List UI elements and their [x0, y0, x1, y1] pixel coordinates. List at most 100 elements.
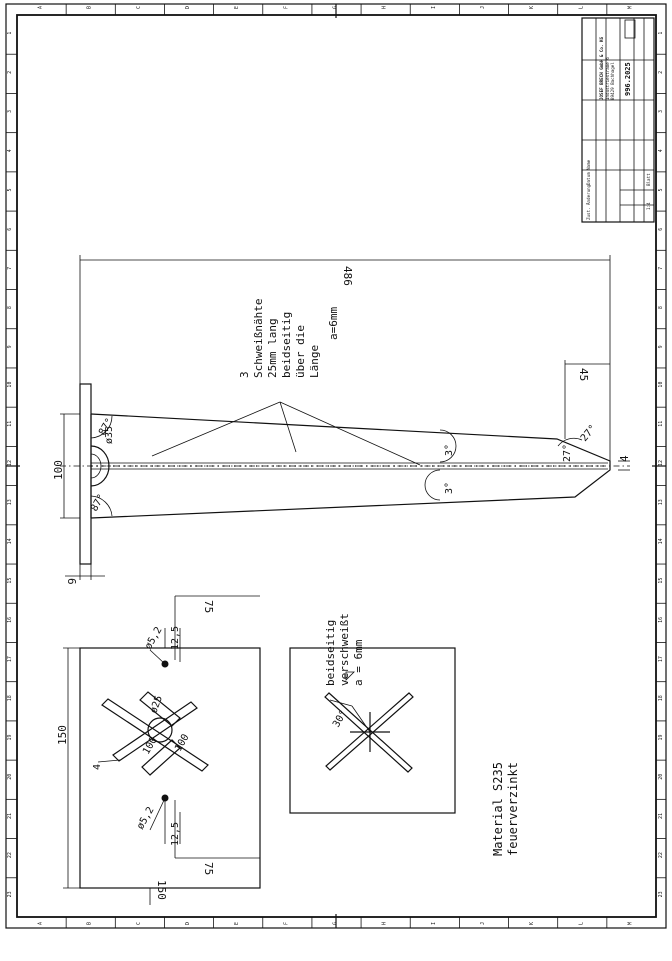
zone-number-left: 21	[7, 813, 13, 819]
weld-angle: 30°	[331, 708, 350, 729]
zone-number-left: 17	[7, 656, 13, 662]
zone-number-left: 13	[7, 499, 13, 505]
material-note: Material S235 feuerverzinkt	[491, 762, 520, 856]
svg-text:verschweißt: verschweißt	[338, 613, 351, 686]
svg-text:3: 3	[238, 371, 251, 378]
zone-letter-top: J	[480, 6, 486, 9]
zone-letter-top: C	[136, 6, 142, 9]
weld-cross	[324, 692, 414, 773]
zone-letter-bottom: F	[283, 922, 289, 925]
change-column-labels: Zust. Änderung Datum Name	[586, 159, 591, 220]
angle-tip-right: 27°	[579, 423, 599, 444]
zone-number-right: 3	[658, 110, 664, 113]
zone-number-right: 8	[658, 306, 664, 309]
zone-number-right: 1	[658, 32, 664, 35]
zone-number-left: 7	[7, 267, 13, 270]
zone-number-left: 16	[7, 617, 13, 623]
zone-number-right: 19	[658, 734, 664, 740]
dim-edge-top: 12,5	[170, 626, 181, 650]
zone-number-left: 1	[7, 32, 13, 35]
weld-detail-view: beidseitig verschweißt a = 6mm 30°	[289, 613, 456, 814]
weld-plate	[289, 647, 456, 814]
zone-number-left: 22	[7, 852, 13, 858]
zone-letter-top: D	[185, 6, 191, 9]
post-side-view: 486 100 6 45 4 ø35 87° 87° 3° 3° 27° 27°	[52, 255, 631, 585]
zone-letter-top: B	[87, 6, 93, 9]
tube-outline	[90, 445, 110, 487]
zone-letter-bottom: E	[234, 922, 240, 925]
dim-tip: 45	[577, 368, 590, 381]
sheet-label: Blatt	[646, 173, 651, 186]
svg-text:Änderung: Änderung	[586, 184, 591, 205]
zone-number-right: 17	[658, 656, 664, 662]
dim-hole-bottom: ø5,2	[135, 805, 157, 831]
zone-number-left: 15	[7, 578, 13, 584]
svg-text:Name: Name	[586, 159, 591, 170]
zone-number-right: 2	[658, 71, 664, 74]
dim-center-hole: ø25	[148, 694, 165, 715]
zone-number-right: 9	[658, 345, 664, 348]
zone-letter-top: H	[382, 6, 388, 9]
svg-text:a=6mm: a=6mm	[327, 307, 340, 340]
zone-letter-bottom: J	[480, 922, 486, 925]
zone-number-right: 22	[658, 852, 664, 858]
svg-text:Länge: Länge	[308, 345, 321, 378]
zone-number-right: 13	[658, 499, 664, 505]
dim-tube: ø35	[104, 426, 115, 444]
zone-letter-top: L	[578, 6, 584, 9]
svg-text:über die: über die	[294, 325, 307, 378]
zone-number-right: 5	[658, 188, 664, 191]
weld-detail-note: beidseitig verschweißt a = 6mm	[324, 613, 365, 686]
zone-number-left: 8	[7, 306, 13, 309]
zone-number-left: 14	[7, 538, 13, 544]
dim-blade-thickness: 4	[92, 764, 103, 770]
svg-text:beidseitig: beidseitig	[324, 620, 337, 686]
zone-number-right: 21	[658, 813, 664, 819]
zone-number-right: 20	[658, 774, 664, 780]
zone-letter-bottom: C	[136, 922, 142, 925]
zone-number-right: 15	[658, 578, 664, 584]
zone-number-left: 2	[7, 71, 13, 74]
zone-letter-top: A	[38, 6, 44, 9]
plate-top-view: 150 150 75 75 12,5 12,5 ø5,2 ø5,2 ø25 10…	[56, 595, 261, 905]
company-line-2: Industriestraße 6	[605, 57, 610, 100]
zone-number-left: 9	[7, 345, 13, 348]
angle-taper-right: 3°	[444, 444, 455, 456]
zone-number-left: 3	[7, 110, 13, 113]
zone-number-left: 19	[7, 734, 13, 740]
zone-number-left: 5	[7, 188, 13, 191]
dim-top-width: 100	[52, 460, 65, 480]
dim-plate-width: 150	[56, 725, 69, 745]
zone-number-right: 10	[658, 382, 664, 388]
zone-letter-top: K	[529, 6, 535, 9]
dim-plate-height: 150	[155, 880, 168, 900]
svg-text:beidseitig: beidseitig	[280, 312, 293, 378]
zone-letter-bottom: D	[185, 922, 191, 925]
zone-letter-top: I	[431, 6, 437, 9]
zone-number-left: 20	[7, 774, 13, 780]
drawing-number: 996.2025	[624, 62, 632, 96]
zone-letter-bottom: A	[38, 922, 44, 925]
angle-tip-left: 27°	[562, 444, 573, 462]
dim-edge-bottom: 12,5	[170, 822, 181, 846]
zone-number-left: 10	[7, 382, 13, 388]
dim-plate: 6	[65, 578, 78, 585]
zone-letter-bottom: L	[578, 922, 584, 925]
dim-length: 486	[341, 266, 354, 286]
svg-text:Schweißnähte: Schweißnähte	[252, 299, 265, 378]
zone-number-right: 16	[658, 617, 664, 623]
zone-letter-bottom: H	[382, 922, 388, 925]
company-line-3: 89429 Bachhagel	[610, 62, 615, 100]
company-line-1: JOSEF BRECH GmbH & Co. KG	[599, 36, 604, 100]
angle-taper-left: 3°	[444, 482, 455, 494]
angle-top-left: 87°	[89, 492, 108, 513]
svg-text:a = 6mm: a = 6mm	[352, 639, 365, 686]
dim-tip-width: 4	[618, 455, 631, 462]
dim-offset-top: 75	[202, 600, 215, 613]
svg-text:Zust.: Zust.	[586, 207, 591, 220]
zone-letter-bottom: M	[627, 922, 633, 925]
zone-letter-bottom: K	[529, 922, 535, 925]
svg-text:feuerverzinkt: feuerverzinkt	[506, 762, 520, 856]
zone-number-right: 7	[658, 267, 664, 270]
